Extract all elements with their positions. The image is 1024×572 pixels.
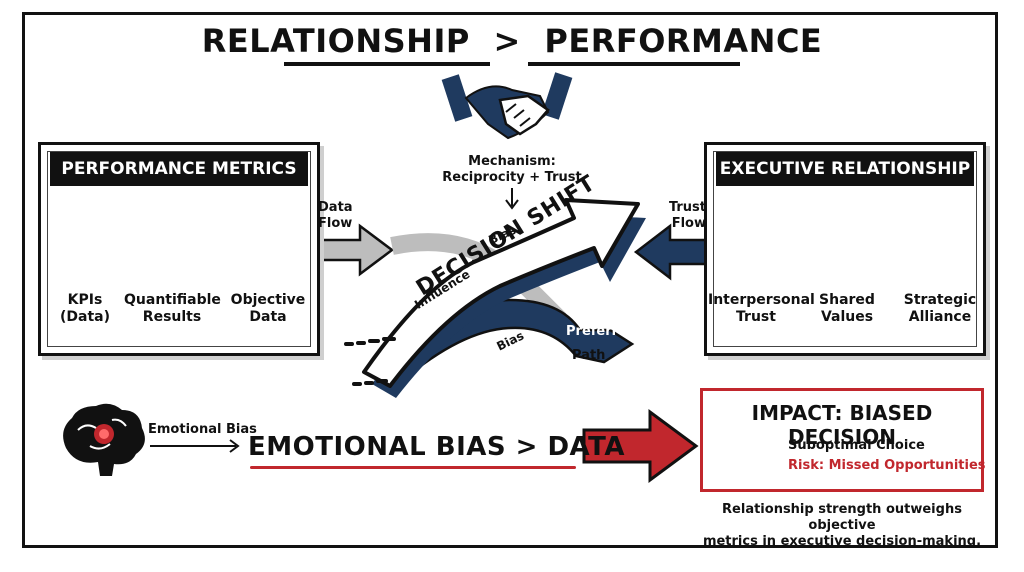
title-right-underline xyxy=(528,62,740,66)
kpi-label: KPIs (Data) xyxy=(50,292,120,326)
mechanism-line1: Mechanism: xyxy=(468,154,556,169)
emotional-bias-underline xyxy=(250,466,576,469)
preferred-label: Preferred xyxy=(566,324,637,339)
impact-red-arrow xyxy=(582,409,699,483)
performance-panel-inner xyxy=(47,151,311,347)
caption-line2: metrics in executive decision-making. xyxy=(702,534,982,549)
trust-flow-line1: Trust xyxy=(668,200,706,215)
impact-box: IMPACT: BIASED DECISION xyxy=(700,388,984,492)
trust-label-line2: Trust xyxy=(736,309,776,325)
performance-panel-heading: PERFORMANCE METRICS xyxy=(50,152,308,186)
results-label-line1: Quantifiable xyxy=(124,292,221,308)
emotional-bias-small-label: Emotional Bias xyxy=(148,422,257,437)
caption-line1: Relationship strength outweighs objectiv… xyxy=(722,502,962,533)
data-flow-line1: Data xyxy=(318,200,353,215)
objective-label-line1: Objective xyxy=(230,292,306,308)
title-separator: > xyxy=(493,22,521,60)
decision-shift-arrow xyxy=(362,198,646,398)
shared-values-label: Shared Values xyxy=(810,292,884,326)
results-label-line2: Results xyxy=(142,309,202,325)
values-label-line2: Values xyxy=(820,309,874,325)
motion-dashes xyxy=(344,337,396,386)
data-flow-label: Data Flow xyxy=(318,200,368,232)
title-right: PERFORMANCE xyxy=(544,22,823,60)
brain-icon xyxy=(63,403,145,476)
objective-data-label: Objective Data xyxy=(226,292,310,326)
alliance-label-line2: Alliance xyxy=(908,309,972,325)
emotional-bias-headline: EMOTIONAL BIAS > DATA xyxy=(248,432,626,462)
mechanism-label: Mechanism: Reciprocity + Trust xyxy=(432,154,592,186)
handshake-icon xyxy=(441,72,573,140)
impact-line-suboptimal: Suboptimal Choice xyxy=(788,438,925,453)
diagram-frame xyxy=(22,12,998,548)
impact-title: IMPACT: BIASED DECISION xyxy=(751,401,933,449)
title-left: RELATIONSHIP xyxy=(201,22,470,60)
emotional-bias-arrow xyxy=(150,439,240,453)
alliance-label-line1: Strategic xyxy=(903,292,977,308)
impact-line-risk: Risk: Missed Opportunities xyxy=(788,458,986,473)
caption: Relationship strength outweighs objectiv… xyxy=(696,502,988,550)
mechanism-arrow xyxy=(505,188,519,210)
kpi-label-line1: KPIs xyxy=(67,292,103,308)
values-label-line1: Shared xyxy=(819,292,875,308)
quantifiable-results-label: Quantifiable Results xyxy=(124,292,221,326)
trust-label-line1: Interpersonal xyxy=(708,292,815,308)
kpi-label-line2: (Data) xyxy=(59,309,110,325)
data-flow-line2: Flow xyxy=(318,216,353,231)
objective-label-line2: Data xyxy=(249,309,287,325)
strategic-alliance-label: Strategic Alliance xyxy=(898,292,982,326)
relationship-panel-inner xyxy=(713,151,977,347)
page-title: RELATIONSHIP > PERFORMANCE xyxy=(0,22,1024,60)
trust-flow-label: Trust Flow xyxy=(656,200,706,232)
trust-flow-line2: Flow xyxy=(671,216,706,231)
data-flow-arrow xyxy=(308,223,395,277)
interpersonal-trust-label: Interpersonal Trust xyxy=(708,292,815,326)
trust-flow-arrow xyxy=(633,223,714,281)
relationship-panel-heading: EXECUTIVE RELATIONSHIP xyxy=(716,152,974,186)
mechanism-line2: Reciprocity + Trust xyxy=(442,170,582,185)
path-label: Path xyxy=(572,348,606,363)
title-left-underline xyxy=(284,62,490,66)
